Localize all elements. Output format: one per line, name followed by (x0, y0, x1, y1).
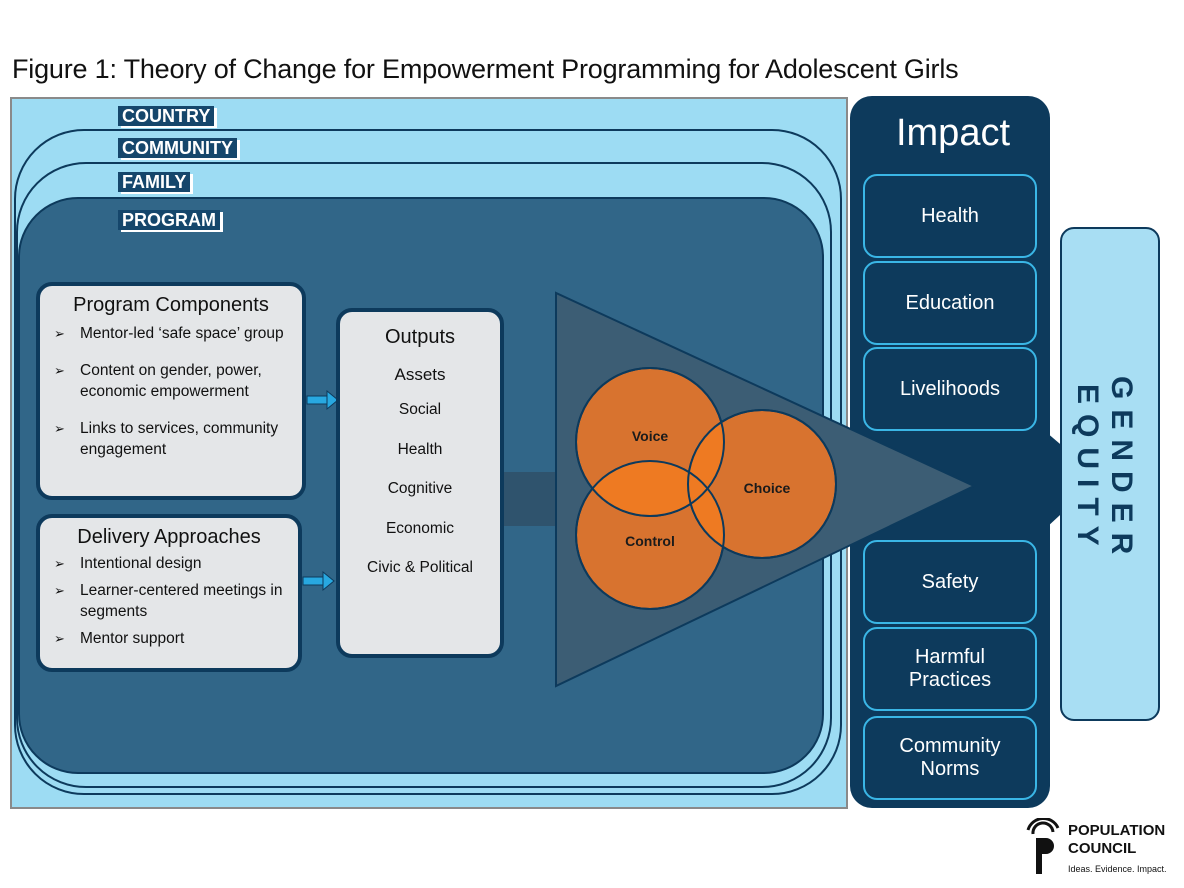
list-item: Social (398, 401, 442, 418)
logo-line-2: COUNCIL (1068, 840, 1137, 857)
outputs-panel: Outputs Assets Social Health Cognitive E… (336, 308, 504, 658)
population-council-logo-icon (1026, 818, 1060, 874)
voice-control-overlap (576, 461, 724, 516)
list-item: Cognitive (387, 480, 453, 497)
arrow-bullet-icon: ➢ (54, 583, 65, 598)
gender-equity-box (1060, 227, 1160, 721)
voice-label: Voice (631, 428, 669, 444)
list-item: ➢Mentor support (54, 630, 185, 647)
arrow-bullet-icon: ➢ (54, 363, 65, 378)
impact-safety: Safety (863, 540, 1037, 624)
blue-arrow-1 (306, 389, 339, 411)
list-item: ➢Intentional design (54, 555, 202, 572)
list-item: ➢Content on gender, power, economic empo… (54, 362, 262, 400)
control-label: Control (625, 533, 675, 549)
impact-health: Health (863, 174, 1037, 258)
logo-line-1: POPULATION (1068, 822, 1166, 839)
program-components-panel: Program Components ➢Mentor-led ‘safe spa… (36, 282, 306, 500)
figure-title: Figure 1: Theory of Change for Empowerme… (12, 54, 959, 84)
arrow-bullet-icon: ➢ (54, 326, 65, 341)
assets-subheading: Assets (394, 365, 446, 384)
delivery-approaches-list: ➢Intentional design ➢Learner-centered me… (40, 553, 298, 649)
level-label-country: COUNTRY (118, 106, 215, 126)
list-item: Economic (385, 519, 455, 537)
delivery-approaches-panel: Delivery Approaches ➢Intentional design … (36, 514, 302, 672)
choice-label: Choice (743, 480, 791, 496)
outputs-heading: Outputs (384, 326, 456, 348)
impact-livelihoods: Livelihoods (863, 347, 1037, 431)
level-label-family: FAMILY (118, 172, 191, 192)
arrow-bullet-icon: ➢ (54, 631, 65, 646)
impact-harmful-practices: Harmful Practices (863, 627, 1037, 711)
empowerment-circles (575, 367, 837, 610)
list-item: Health (397, 440, 443, 458)
list-item: ➢Mentor-led ‘safe space’ group (54, 325, 284, 342)
impact-heading: Impact (895, 112, 1011, 154)
impact-education: Education (863, 261, 1037, 345)
logo-tagline: Ideas. Evidence. Impact. (1068, 864, 1167, 874)
outputs-connector (503, 472, 563, 526)
list-item: ➢Learner-centered meetings in segments (54, 582, 283, 620)
delivery-approaches-heading: Delivery Approaches (77, 526, 261, 548)
program-components-heading: Program Components (73, 294, 269, 316)
gender-equity-label: GENDER EQUITY (1071, 375, 1138, 565)
list-item: ➢Links to services, community engagement (54, 420, 279, 458)
blue-arrow-2 (302, 570, 335, 592)
arrow-bullet-icon: ➢ (54, 556, 65, 571)
level-label-program: PROGRAM (118, 210, 220, 230)
impact-community-norms: Community Norms (863, 716, 1037, 800)
list-item: Civic & Political (367, 559, 473, 576)
level-label-community: COMMUNITY (118, 138, 237, 158)
program-components-list: ➢Mentor-led ‘safe space’ group ➢Content … (40, 323, 302, 460)
arrow-bullet-icon: ➢ (54, 421, 65, 436)
assets-list: Social Health Cognitive Economic Civic &… (340, 401, 500, 599)
